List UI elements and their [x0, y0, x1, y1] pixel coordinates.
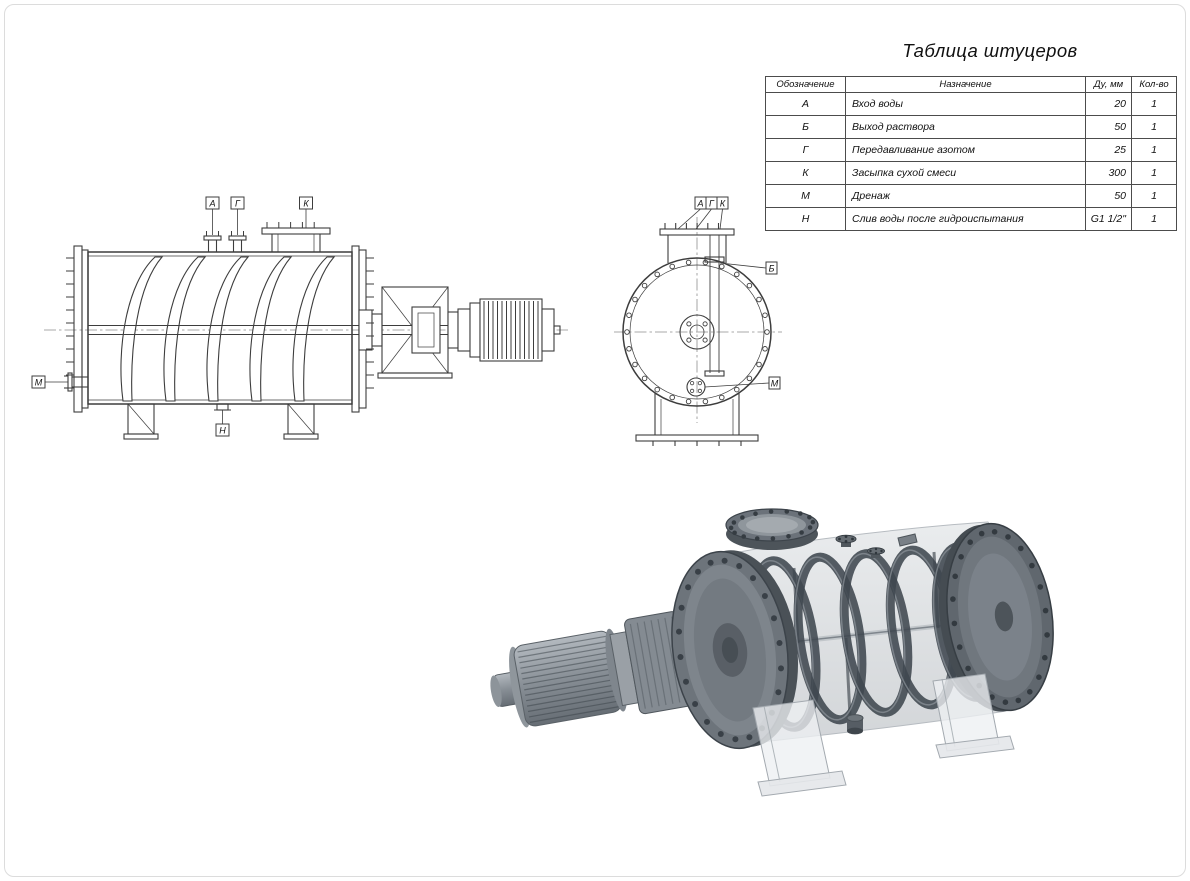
table-row: М Дренаж 50 1	[765, 184, 1177, 208]
cell-qty: 1	[1131, 207, 1177, 231]
callout-m-label: М	[771, 379, 779, 389]
fitting-bolts	[838, 535, 854, 543]
right-flange	[351, 245, 360, 413]
drain-n	[214, 403, 231, 411]
flange-bolts	[624, 259, 770, 405]
table-row: К Засыпка сухой смеси 300 1	[765, 161, 1177, 185]
bolt-ticks	[66, 222, 539, 389]
lifting-lug	[897, 533, 918, 547]
callout-g-label: Г	[235, 199, 241, 209]
top-fitting-2	[867, 547, 885, 558]
cell-mark: Н	[765, 207, 846, 231]
callout-a-label: А	[208, 199, 215, 209]
cell-mark: Б	[765, 115, 846, 139]
cell-purpose: Дренаж	[845, 184, 1086, 208]
header-qty: Кол-во	[1131, 76, 1177, 93]
end-view-callouts: А Г К Б М	[677, 196, 781, 390]
side-view-linework	[64, 222, 561, 440]
cell-dn: 50	[1085, 115, 1132, 139]
table-header-row: Обозначение Назначение Ду, мм Кол-во	[765, 76, 1177, 93]
side-view-callouts: А Г К М Н	[31, 196, 313, 437]
callout-n-label: Н	[219, 426, 226, 436]
nozzle-a	[203, 235, 222, 252]
cell-mark: Г	[765, 138, 846, 162]
callout-g: Г	[230, 196, 245, 210]
end-flange-ring	[622, 257, 772, 407]
callout-b: Б	[765, 261, 778, 275]
cell-mark: А	[765, 92, 846, 116]
support-rear-3d	[932, 673, 1015, 759]
cell-purpose: Передавливание азотом	[845, 138, 1086, 162]
top-fitting-1	[835, 534, 857, 547]
screw-blades	[120, 256, 336, 402]
left-flange	[81, 249, 89, 409]
drain-3d	[846, 714, 864, 735]
cell-purpose: Выход раствора	[845, 115, 1086, 139]
manhole-3d	[725, 508, 819, 550]
cell-purpose: Засыпка сухой смеси	[845, 161, 1086, 185]
end-view-drawing: А Г К Б М	[614, 196, 782, 446]
callout-k-label: К	[303, 199, 309, 209]
table-row: Б Выход раствора 50 1	[765, 115, 1177, 139]
header-purpose: Назначение	[845, 76, 1086, 93]
cell-purpose: Вход воды	[845, 92, 1086, 116]
cell-dn: G1 1/2"	[1085, 207, 1132, 231]
dip-pipe-b	[704, 235, 725, 377]
cell-purpose: Слив воды после гидроиспытания	[845, 207, 1086, 231]
vessel-3d	[490, 508, 1054, 797]
nozzle-g	[228, 235, 247, 252]
callout-k: К	[299, 196, 313, 210]
front-flange-3d	[671, 550, 799, 750]
end-view-linework	[622, 223, 772, 446]
rear-flange-bolts	[950, 529, 1050, 705]
callout-k-label: К	[720, 199, 726, 209]
callout-n: Н	[215, 423, 230, 437]
callout-g: Г	[705, 196, 718, 210]
cell-qty: 1	[1131, 92, 1177, 116]
nozzle-table-title: Таблица штуцеров	[902, 40, 1078, 61]
callout-a: А	[694, 196, 707, 210]
callout-a: А	[205, 196, 220, 210]
table-row: Н Слив воды после гидроиспытания G1 1/2"…	[765, 207, 1177, 231]
header-dn: Ду, мм	[1085, 76, 1132, 93]
cell-qty: 1	[1131, 138, 1177, 162]
callout-m: М	[31, 375, 46, 389]
sheet-border	[4, 4, 1186, 877]
shaft-seal-bearing-frame	[358, 286, 453, 379]
table-row: Г Передавливание азотом 25 1	[765, 138, 1177, 162]
support-front-3d	[752, 699, 847, 797]
callout-k: К	[716, 196, 729, 210]
drain-flange-m	[686, 377, 706, 397]
shaft-hub	[679, 314, 715, 350]
manhole-bolts	[728, 509, 816, 541]
cell-dn: 300	[1085, 161, 1132, 185]
cell-qty: 1	[1131, 115, 1177, 139]
cell-dn: 50	[1085, 184, 1132, 208]
shell-circle	[629, 264, 765, 400]
manhole-k	[261, 227, 331, 252]
callout-b-label: Б	[769, 264, 775, 274]
rear-flange-3d	[938, 522, 1054, 712]
support-legs	[123, 403, 319, 440]
cell-qty: 1	[1131, 161, 1177, 185]
callout-g-label: Г	[709, 199, 715, 209]
nozzle-table: Обозначение Назначение Ду, мм Кол-во А В…	[765, 76, 1177, 231]
cell-mark: К	[765, 161, 846, 185]
callout-m: М	[768, 376, 781, 390]
callout-a-label: А	[696, 199, 703, 209]
fitting-bolts	[869, 547, 883, 555]
table-row: А Вход воды 20 1	[765, 92, 1177, 116]
cell-qty: 1	[1131, 184, 1177, 208]
cell-dn: 25	[1085, 138, 1132, 162]
hub-bolts	[686, 321, 708, 343]
callout-m-label: М	[35, 378, 43, 388]
drive-motor	[447, 298, 561, 362]
motor-fins	[517, 635, 621, 723]
drain-bolts	[690, 381, 703, 393]
iso-view-drawing	[490, 508, 1054, 797]
side-view-drawing: А Г К М Н	[31, 196, 568, 440]
cell-dn: 20	[1085, 92, 1132, 116]
header-mark: Обозначение	[765, 76, 846, 93]
